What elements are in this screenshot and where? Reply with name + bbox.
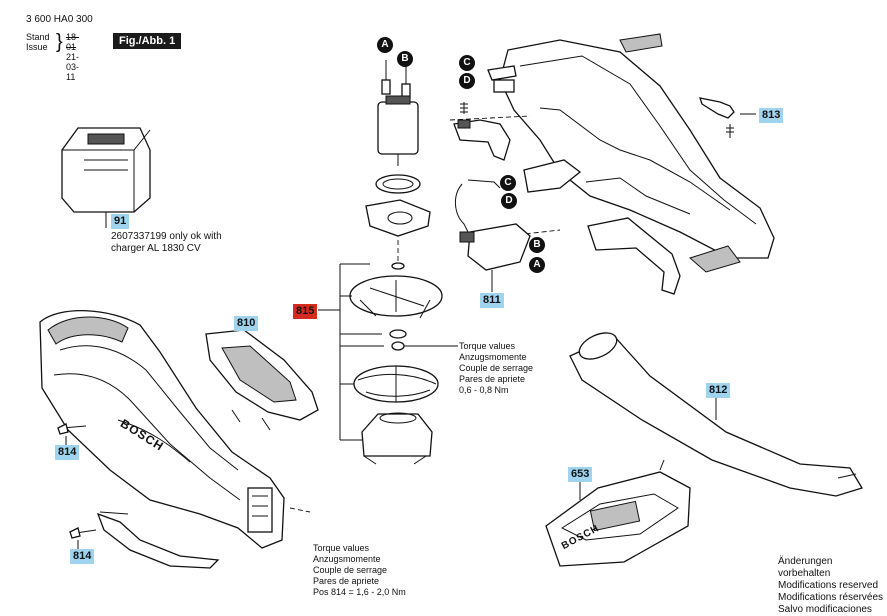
part-label-814-bottom[interactable]: 814	[70, 549, 95, 564]
battery-pack-drawing	[61, 127, 151, 228]
part-label-653[interactable]: 653	[568, 467, 593, 482]
small-parts-drawing	[523, 97, 756, 295]
part-label-91[interactable]: 91	[111, 214, 130, 229]
switch-811-drawing	[455, 179, 531, 292]
callout-b-mid: B	[529, 237, 545, 253]
issue-value: 21-03-11	[66, 52, 80, 82]
brace-glyph: }	[56, 31, 63, 53]
footer-notes: Änderungen vorbehalten Modifications res…	[778, 556, 887, 616]
footer-note-de: Änderungen vorbehalten	[778, 556, 833, 579]
part-label-813[interactable]: 813	[759, 108, 784, 123]
footer-note-es: Salvo modificaciones	[778, 604, 872, 615]
torque-lower-line-3: Couple de serrage	[313, 565, 388, 575]
callout-d-mid: D	[501, 193, 517, 209]
part-label-815[interactable]: 815	[293, 304, 318, 319]
right-housing-drawing	[449, 33, 775, 259]
part-label-810[interactable]: 810	[234, 316, 259, 331]
figure-label: Fig./Abb. 1	[113, 33, 182, 49]
torque-lower-line-5: Pos 814 = 1,6 - 2,0 Nm	[313, 587, 406, 597]
callout-a-top: A	[377, 37, 393, 53]
part-label-814-top[interactable]: 814	[55, 445, 80, 460]
cover-810-drawing	[205, 329, 319, 431]
part-91-note-line-1: 2607337199 only ok with	[111, 231, 222, 242]
torque-upper-line-2: Anzugsmomente	[459, 352, 527, 362]
footer-note-fr: Modifications réservées	[778, 592, 884, 603]
trigger-parts-drawing	[453, 65, 517, 161]
torque-lower-line-1: Torque values	[313, 543, 370, 553]
callout-b-top: B	[397, 51, 413, 67]
torque-upper-line-4: Pares de apriete	[459, 374, 526, 384]
torque-upper-line-1: Torque values	[459, 341, 516, 351]
torque-upper-line-5: 0,6 - 0,8 Nm	[459, 385, 509, 395]
callout-a-mid: A	[529, 257, 545, 273]
screws-drawing	[57, 423, 81, 550]
part-91-note-line-2: charger AL 1830 CV	[111, 243, 201, 254]
torque-lower-line-4: Pares de apriete	[313, 576, 380, 586]
stand-issue-block: Stand Issue } 18-01 21-03-11	[26, 32, 79, 82]
torque-lower-line-2: Anzugsmomente	[313, 554, 381, 564]
torque-upper-line-3: Couple de serrage	[459, 363, 534, 373]
blower-tube-drawing	[569, 332, 863, 497]
housing-half-drawing	[39, 310, 311, 549]
part-label-811[interactable]: 811	[480, 293, 504, 308]
torque-note-lower: Torque values Anzugsmomente Couple de se…	[313, 543, 406, 598]
stand-issue-values: 18-01 21-03-11	[66, 32, 79, 82]
callout-d-top: D	[459, 73, 475, 89]
charger-drawing	[545, 459, 691, 567]
motor-assembly-drawing	[318, 60, 458, 465]
torque-note-upper: Torque values Anzugsmomente Couple de se…	[459, 341, 533, 396]
part-91-note: 2607337199 only ok with charger AL 1830 …	[111, 231, 222, 255]
part-label-812[interactable]: 812	[706, 383, 731, 398]
callout-c-top: C	[459, 55, 475, 71]
footer-note-en: Modifications reserved	[778, 580, 879, 591]
stand-label: Stand	[26, 32, 50, 42]
issue-label: Issue	[26, 42, 48, 52]
callout-c-mid: C	[500, 175, 516, 191]
guard-drawing	[96, 511, 220, 569]
stand-value: 18-01	[66, 32, 80, 52]
document-number: 3 600 HA0 300	[26, 14, 93, 25]
